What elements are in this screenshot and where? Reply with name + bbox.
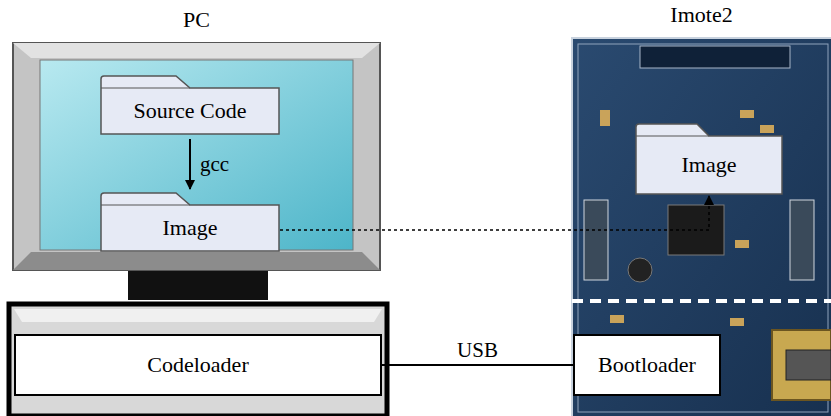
node-label: Bootloader: [598, 352, 696, 377]
monitor-frame: [13, 43, 380, 270]
usb-port: [786, 350, 831, 380]
node-label: Image: [163, 215, 218, 240]
inductor: [628, 258, 652, 282]
connector: [790, 200, 814, 280]
node-label: Image: [682, 152, 737, 177]
cable-line: [382, 364, 573, 366]
component: [600, 110, 610, 126]
monitor-screen: [40, 60, 353, 250]
monitor-bevel: [13, 252, 380, 270]
component: [760, 125, 774, 133]
pc-monitor: PCSource CodeImage: [13, 43, 380, 270]
flow-arrow: [189, 139, 191, 189]
imote2-board: Imote2ImageBootloader: [572, 38, 831, 416]
edge-label: USB: [457, 338, 498, 363]
process-box: Codeloader: [14, 334, 382, 396]
component: [610, 315, 624, 323]
component: [735, 240, 749, 248]
edge-label: gcc: [200, 152, 229, 177]
file-folder: Image: [635, 123, 783, 195]
device-title: PC: [13, 7, 380, 32]
transfer-arrow: [280, 196, 709, 230]
base-bevel: [14, 309, 382, 322]
process-box: Bootloader: [573, 334, 721, 396]
computer-base: [9, 304, 387, 416]
node-label: Source Code: [133, 98, 246, 123]
antenna: [640, 46, 790, 68]
divider-line: [572, 299, 831, 303]
device-title: Imote2: [572, 2, 831, 27]
monitor-bevel: [13, 43, 380, 58]
usb-connector: [772, 330, 831, 400]
component: [730, 318, 744, 326]
file-folder: Image: [100, 192, 280, 252]
component: [740, 110, 754, 118]
connector: [584, 200, 608, 280]
file-folder: Source Code: [100, 75, 280, 135]
monitor-stand: [128, 271, 268, 300]
pcb-board: [572, 38, 831, 416]
node-label: Codeloader: [147, 352, 248, 377]
